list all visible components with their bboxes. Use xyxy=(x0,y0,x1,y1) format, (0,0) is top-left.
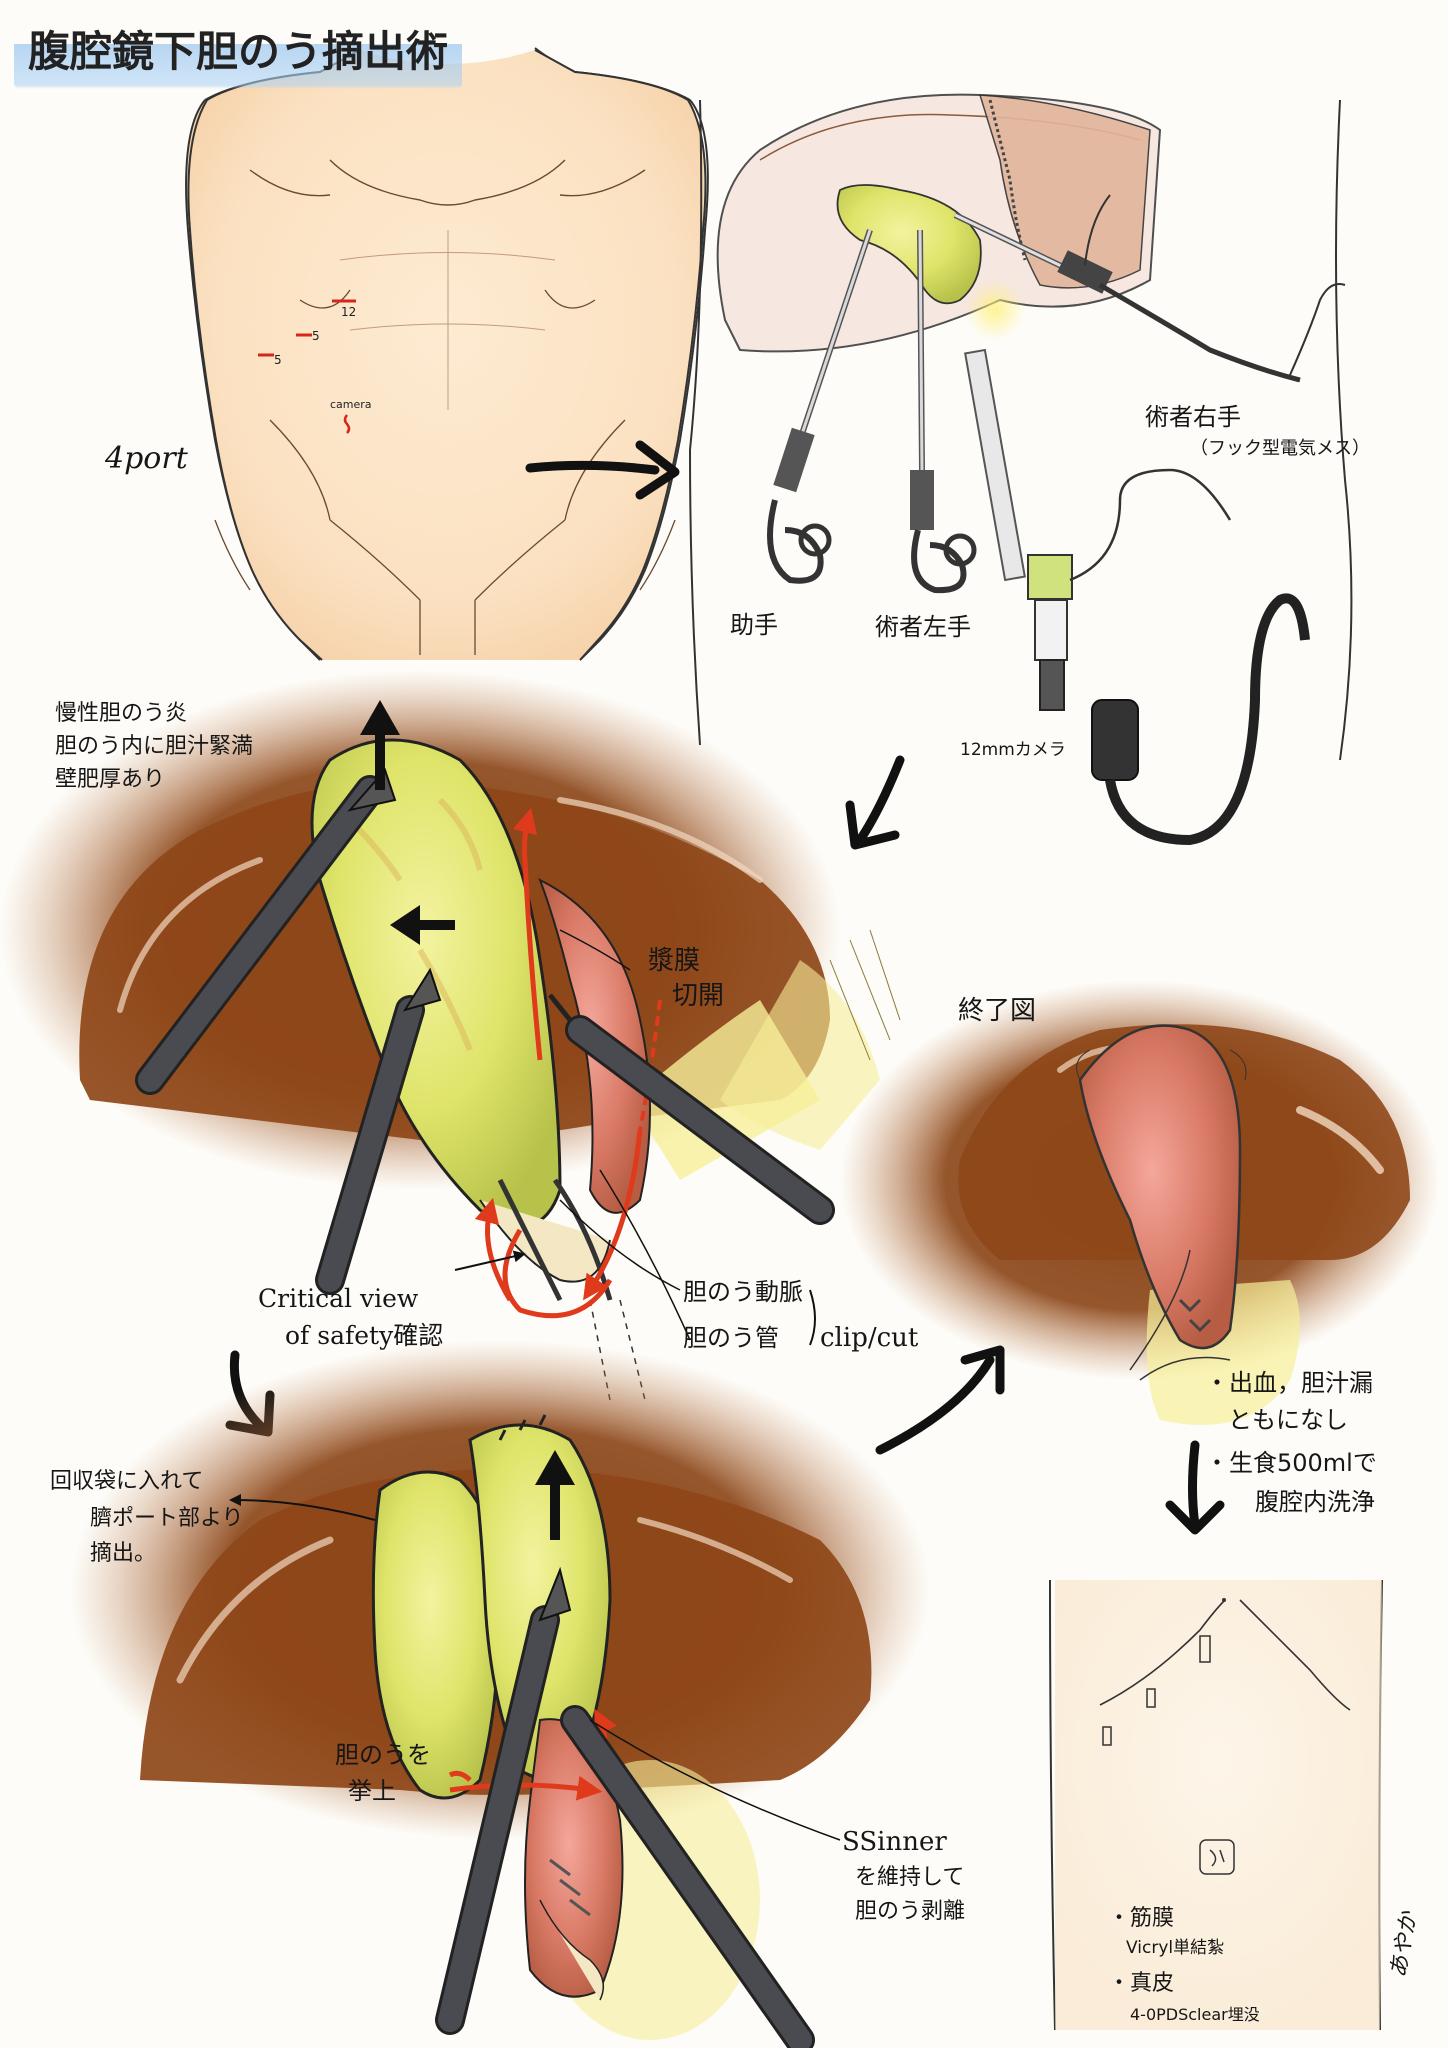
bag-arrow xyxy=(229,1494,376,1521)
port-label-5-lower: 5 xyxy=(274,353,282,367)
serosa-label-line2: 切開 xyxy=(672,981,725,1011)
surgeon-right-note: （フック型電気メス） xyxy=(1190,438,1370,459)
closure-note-line2: Vicryl単結紮 xyxy=(1126,1938,1225,1958)
camera-scope xyxy=(964,348,1310,846)
arrow-1-to-2 xyxy=(525,460,660,475)
ssinner-note-line3: 胆のう剥離 xyxy=(855,1899,966,1924)
port-label-5-upper: 5 xyxy=(312,329,320,343)
arrow-4-to-6 xyxy=(1188,1440,1200,1530)
assistant-grasper-panel3 xyxy=(135,768,397,1095)
diagnosis-note-line3: 壁肥厚あり xyxy=(55,767,166,792)
serosa-incision-arrow xyxy=(512,807,543,1061)
arrow-4-to-6-head xyxy=(1165,1500,1225,1535)
bag-note-line2: 臍ポート部より xyxy=(90,1506,244,1531)
port-label-12: 12 xyxy=(341,305,357,319)
arrow-2-to-3-head xyxy=(845,800,900,850)
clip-cut-label: clip/cut xyxy=(820,1323,919,1353)
gallbladder-lifted-left-lobe xyxy=(371,1470,502,1800)
gallbladder-bed xyxy=(1078,1024,1242,1350)
final-result-line4: 腹腔内洗浄 xyxy=(1255,1488,1375,1516)
cvs-leader xyxy=(454,1250,526,1271)
serosa-label-line1: 漿膜 xyxy=(648,946,701,976)
closure-port-12 xyxy=(1199,1635,1211,1663)
calot-arc-arrow xyxy=(502,1228,613,1319)
arrow-2-to-3 xyxy=(855,755,905,845)
bag-note-line3: 摘出。 xyxy=(90,1541,157,1566)
dissection-scene xyxy=(0,670,901,1401)
cvs-label-line1: Critical view xyxy=(258,1284,419,1313)
hook-electrocautery xyxy=(953,194,1346,383)
port-count-label: 4port xyxy=(105,441,188,476)
diagnosis-note-line1: 慢性胆のう炎 xyxy=(55,701,188,726)
surgeon-left-grasper xyxy=(910,229,977,594)
final-result-line1: ・出血，胆汁漏 xyxy=(1205,1369,1373,1397)
grasper-panel5 xyxy=(435,1566,572,2035)
port-markers xyxy=(258,299,356,434)
final-view-title: 終了図 xyxy=(958,996,1037,1026)
hook-panel3 xyxy=(548,993,835,1225)
arrow-5-to-4-head xyxy=(960,1345,1005,1395)
torso-figure xyxy=(185,47,709,661)
lift-scene xyxy=(70,1340,930,2048)
diagnosis-note-line2: 胆のう内に胆汁緊満 xyxy=(55,734,254,759)
surgeon-left-grasper-panel3 xyxy=(315,967,442,1295)
arrow-5-to-4 xyxy=(875,1355,995,1455)
hook-panel5 xyxy=(560,1705,815,2048)
cystic-artery-label: 胆のう動脈 xyxy=(683,1278,803,1306)
cvs-label-line2: of safety確認 xyxy=(285,1321,444,1350)
lift-note-line2: 挙上 xyxy=(348,1777,396,1805)
surgeon-right-label: 術者右手 xyxy=(1145,403,1241,431)
closure-note-line3: ・真皮 xyxy=(1108,1971,1175,1996)
closure-note-line4: 4-0PDSclear埋没 xyxy=(1130,2005,1260,2024)
ssinner-note-line2: を維持して xyxy=(855,1865,965,1890)
port-setup-figure xyxy=(688,93,1353,846)
closure-figure xyxy=(1049,1579,1383,2031)
ssinner-leader xyxy=(589,1719,841,1841)
final-result-line2: ともになし xyxy=(1228,1406,1348,1434)
gallbladder-outline-panel2 xyxy=(836,184,982,305)
surgeon-left-label: 術者左手 xyxy=(875,613,971,641)
closure-note-line1: ・筋膜 xyxy=(1108,1906,1175,1931)
cystic-duct-label: 胆のう管 xyxy=(683,1324,779,1352)
lift-note-line1: 胆のうを xyxy=(335,1741,431,1769)
page-title: 腹腔鏡下胆のう摘出術 xyxy=(14,14,463,89)
ssinner-note-line1: SSinner xyxy=(842,1827,947,1857)
camera-label: 12mmカメラ xyxy=(960,740,1066,760)
arrow-1-to-2-head xyxy=(635,440,680,500)
final-result-line3: ・生食500mlで xyxy=(1205,1449,1377,1477)
closure-port-5a xyxy=(1146,1688,1156,1708)
final-view-scene xyxy=(840,980,1440,1425)
port-label-camera: camera xyxy=(330,398,372,411)
umbilicus xyxy=(1199,1839,1235,1875)
bag-note-line1: 回収袋に入れて xyxy=(50,1469,204,1494)
assistant-label: 助手 xyxy=(730,611,778,639)
closure-port-5b xyxy=(1102,1726,1112,1746)
port-camera-incision xyxy=(343,414,351,434)
assistant-grasper xyxy=(767,229,873,584)
cystic-duct xyxy=(497,1178,563,1302)
